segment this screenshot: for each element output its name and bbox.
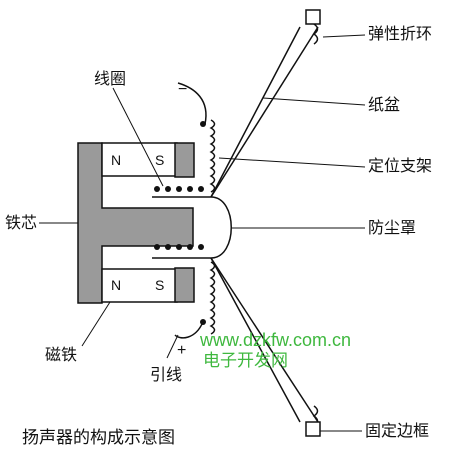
label-frame: 固定边框 [365,421,430,440]
lead-minus-sign: − [178,81,188,98]
pole-piece-bottom [174,267,195,303]
label-cone: 纸盆 [368,95,401,114]
label-lead: 引线 [150,365,183,384]
frame-bottom [305,421,321,437]
label-surround: 弹性折环 [368,24,433,43]
lead-plus-sign: + [177,342,187,359]
coil-dots-top [154,186,204,192]
pole-n-top: N [111,152,122,168]
lead-wire-plus [174,321,204,339]
watermark-url: www.dzkfw.com.cn [200,330,352,350]
cone-lower-inner [210,257,319,423]
diagram-caption: 扬声器的构成示意图 [22,428,175,448]
surround-top [312,23,319,45]
dust-cap [210,196,232,259]
cone-upper-outer [210,26,301,198]
leader-surround [322,34,366,38]
cone-upper-inner [210,26,319,198]
label-spider: 定位支架 [368,156,433,175]
pole-s-bottom: S [155,277,165,293]
frame-top [305,9,321,25]
lead-wire-minus [177,82,207,125]
pole-n-bottom: N [111,277,122,293]
label-coil: 线圈 [94,69,127,88]
leader-spider [218,157,366,168]
leader-magnet [81,301,111,347]
label-core: 铁芯 [5,213,38,232]
label-dust-cap: 防尘罩 [368,218,417,237]
label-magnet: 磁铁 [45,345,78,364]
spider-top [209,119,216,193]
pole-piece-top [174,142,195,178]
magnet-top [101,142,178,177]
cone-lower-outer [210,257,301,423]
leader-lead [166,334,179,359]
spider-bottom [209,261,216,335]
coil-dots-bottom [154,244,204,250]
leader-coil [112,87,164,187]
magnet-bottom [101,268,178,303]
leader-cone [262,97,366,106]
spider-anchor-top [200,121,206,127]
watermark-site: 电子开发网 [203,351,288,371]
pole-s-top: S [155,152,165,168]
